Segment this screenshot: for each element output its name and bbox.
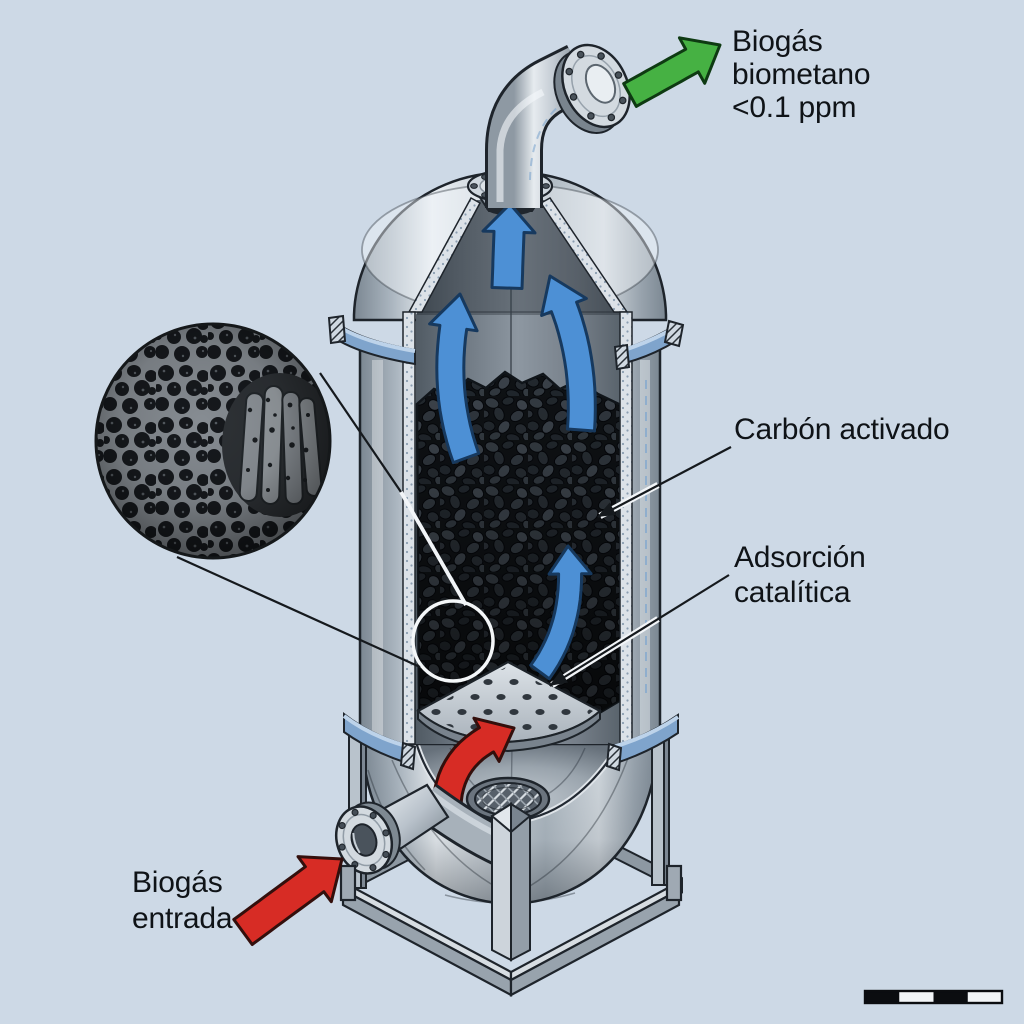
- upflow-arrow-left: [428, 292, 481, 465]
- external-flow-arrows: [232, 36, 722, 946]
- gas-upflow-arrows: [428, 202, 597, 681]
- outlet-pipe: [485, 43, 631, 208]
- leader-arrowhead-carbon: [597, 502, 617, 517]
- ring-cut-face: [613, 343, 631, 371]
- leader-arrowhead-adsorption: [549, 670, 568, 686]
- flange-bolts: [565, 50, 627, 122]
- label-outlet-line1: Biogás: [732, 25, 823, 58]
- label-adsorption-line2: catalítica: [734, 576, 851, 609]
- inset-connector-line: [176, 555, 421, 669]
- scale-bar: [863, 989, 1004, 1005]
- label-inlet-line1: Biogás: [132, 866, 223, 899]
- ring-cut-face: [663, 319, 685, 348]
- frame-footing: [665, 864, 683, 902]
- outlet-flange: [561, 43, 631, 129]
- magnifier-source-circle: [411, 599, 495, 683]
- label-outlet-line2: biometano: [732, 58, 871, 91]
- label-adsorption-line1: Adsorción: [734, 541, 866, 574]
- girth-flange-top: [327, 314, 685, 371]
- support-frame-base: [339, 864, 683, 997]
- label-inlet-line2: entrada: [132, 902, 233, 935]
- inlet-flow-arrow: [431, 716, 516, 808]
- frame-footing: [339, 864, 357, 902]
- outlet-flow-arrow-top: [481, 202, 537, 290]
- support-frame-front-post: [490, 802, 532, 962]
- microstructure-inset: [94, 322, 468, 669]
- outlet-gas-arrow: [622, 36, 722, 108]
- leader-lines: [549, 446, 732, 688]
- label-adsorption: Adsorción catalítica: [734, 540, 866, 610]
- label-outlet: Biogás biometano <0.1 ppm: [732, 25, 871, 124]
- flange-bolts: [338, 808, 390, 872]
- label-inlet: Biogás entrada: [132, 865, 233, 937]
- label-carbon-bed: Carbón activado: [734, 413, 950, 446]
- inlet-flange: [335, 805, 393, 875]
- inset-connector-line: [399, 491, 468, 606]
- inset-outline: [94, 322, 332, 560]
- label-outlet-line3: <0.1 ppm: [732, 91, 857, 124]
- inlet-flow-arrow-group: [431, 716, 516, 808]
- inset-connector-line: [319, 372, 402, 493]
- ring-cut-face: [327, 314, 347, 345]
- upflow-arrow-right: [540, 274, 597, 433]
- ring-cut-face: [605, 742, 623, 772]
- inlet-gas-arrow: [232, 855, 344, 946]
- leader-line-adsorption: [549, 574, 730, 687]
- ring-cut-face: [399, 741, 417, 771]
- upflow-arrow-mid: [529, 544, 593, 681]
- leader-line-carbon: [597, 446, 732, 518]
- girth-flange-bottom: [342, 711, 680, 772]
